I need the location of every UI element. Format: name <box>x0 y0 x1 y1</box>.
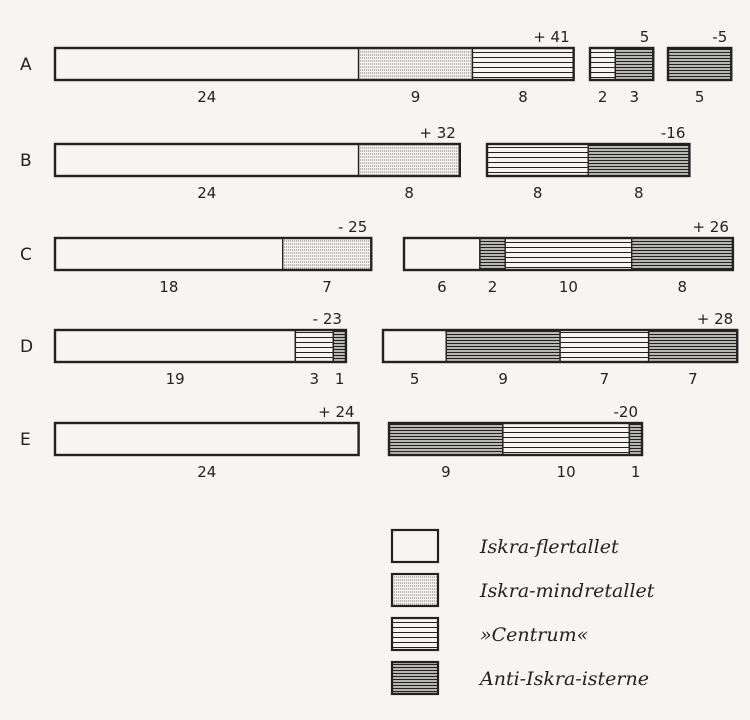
group-total-label: -5 <box>712 28 727 46</box>
bar-group-frame <box>588 46 655 82</box>
bar-segment <box>54 422 360 456</box>
segment-value-label: 8 <box>634 184 644 202</box>
group-total-label: 5 <box>640 28 650 46</box>
segment-value-label: 2 <box>488 278 498 296</box>
bar-segment <box>502 422 631 456</box>
bar-segment <box>479 237 506 271</box>
bar-segment <box>445 329 561 363</box>
group-total-label: + 26 <box>692 218 728 236</box>
bar-segment <box>504 237 633 271</box>
segment-value-label: 6 <box>437 278 447 296</box>
bar-segment <box>388 422 504 456</box>
segment-value-label: 3 <box>630 88 640 106</box>
legend-label: Iskra-mindretallet <box>479 580 655 602</box>
bar-segment <box>647 329 738 363</box>
group-total-label: + 32 <box>419 124 455 142</box>
bar-segment <box>587 143 691 177</box>
segment-value-label: 5 <box>410 370 420 388</box>
bar-group-frame <box>53 328 348 364</box>
segment-value-label: 19 <box>166 370 185 388</box>
group-total-label: + 24 <box>318 403 354 421</box>
group-total-label: - 25 <box>338 218 367 236</box>
segment-value-label: 9 <box>498 370 508 388</box>
legend-swatch <box>390 660 440 696</box>
bar-group-frame <box>485 142 691 178</box>
legend-label: Iskra-flertallet <box>479 536 619 558</box>
bar-segment <box>54 47 360 81</box>
row-label-A: A <box>20 55 32 75</box>
bar-segment <box>54 143 360 177</box>
segment-value-label: 8 <box>404 184 414 202</box>
bar-group-frame <box>381 328 739 364</box>
bar-segment <box>559 329 650 363</box>
row-label-C: C <box>20 245 32 265</box>
row-label-B: B <box>20 151 32 171</box>
segment-value-label: 9 <box>411 88 421 106</box>
bar-segment <box>332 329 347 363</box>
bar-segment <box>667 47 732 81</box>
bar-group-frame <box>53 46 575 82</box>
segment-value-label: 10 <box>559 278 578 296</box>
segment-value-label: 24 <box>197 463 216 481</box>
segment-value-label: 7 <box>688 370 698 388</box>
group-total-label: -16 <box>661 124 686 142</box>
bar-segment <box>54 329 297 363</box>
legend-label: »Centrum« <box>480 624 588 646</box>
bar-group-frame <box>53 236 373 272</box>
segment-value-label: 8 <box>518 88 528 106</box>
segment-value-label: 10 <box>557 463 576 481</box>
segment-value-label: 1 <box>335 370 345 388</box>
bar-segment <box>357 143 461 177</box>
row-label-E: E <box>20 430 31 450</box>
bar-group-frame <box>387 421 644 457</box>
segment-value-label: 2 <box>598 88 608 106</box>
bar-segment <box>382 329 447 363</box>
bar-segment <box>628 422 643 456</box>
bar-group-frame <box>53 142 461 178</box>
segment-value-label: 7 <box>600 370 610 388</box>
segment-value-label: 18 <box>159 278 178 296</box>
bar-segment <box>614 47 654 81</box>
group-total-label: -20 <box>614 403 639 421</box>
bar-segment <box>282 237 372 271</box>
bar-group-frame <box>666 46 733 82</box>
group-total-label: + 41 <box>533 28 569 46</box>
segment-value-label: 8 <box>678 278 688 296</box>
legend-swatch <box>390 572 440 608</box>
group-total-label: - 23 <box>313 310 342 328</box>
legend-swatch <box>390 616 440 652</box>
bar-segment <box>357 47 474 81</box>
bar-segment <box>294 329 335 363</box>
bar-segment <box>471 47 575 81</box>
bar-segment <box>589 47 616 81</box>
segment-value-label: 3 <box>310 370 320 388</box>
bar-segment <box>486 143 589 177</box>
bar-segment <box>54 237 284 271</box>
segment-value-label: 9 <box>441 463 451 481</box>
segment-value-label: 24 <box>197 184 216 202</box>
segment-value-label: 1 <box>631 463 641 481</box>
legend-swatch <box>390 528 440 564</box>
legend-label: Anti-Iskra-isterne <box>478 668 649 690</box>
segment-value-label: 8 <box>533 184 543 202</box>
bar-segment <box>403 237 481 271</box>
bar-group-frame <box>402 236 735 272</box>
group-total-label: + 28 <box>697 310 733 328</box>
segment-value-label: 24 <box>197 88 216 106</box>
segment-value-label: 5 <box>695 88 705 106</box>
bar-segment <box>631 237 734 271</box>
segment-value-label: 7 <box>322 278 332 296</box>
row-label-D: D <box>20 337 33 357</box>
bar-group-frame <box>53 421 360 457</box>
